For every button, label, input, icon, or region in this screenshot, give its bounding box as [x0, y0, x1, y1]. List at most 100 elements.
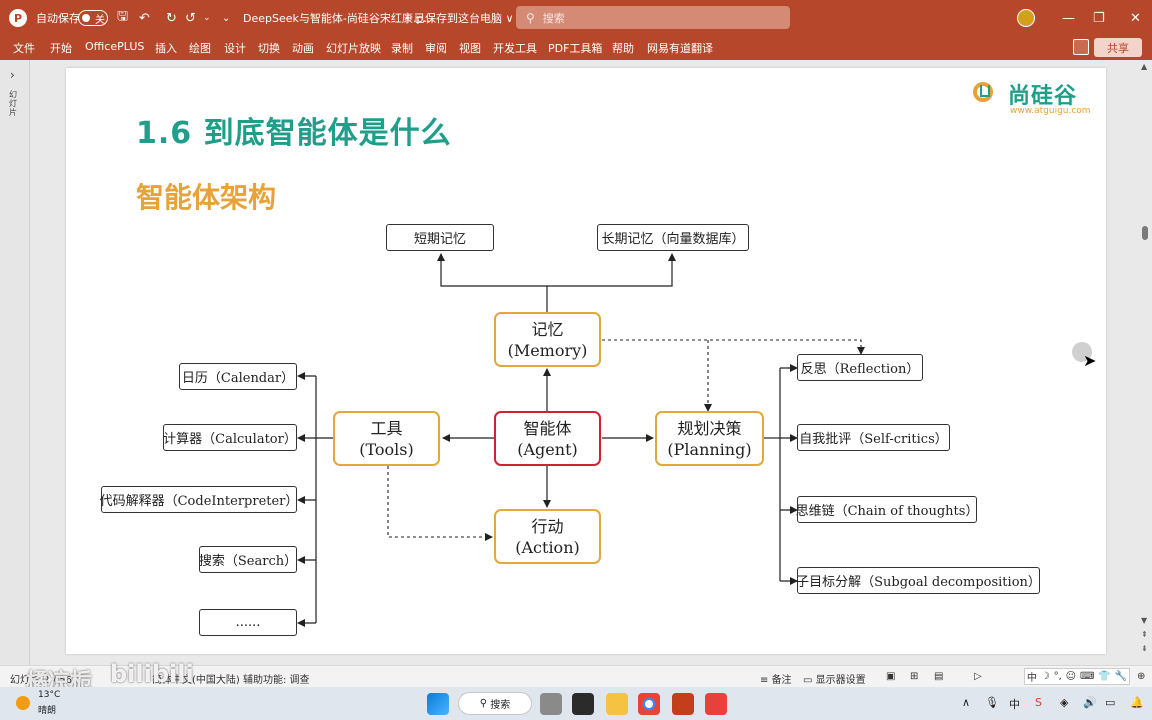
code-interpreter-node[interactable]: 代码解释器（CodeInterpreter）: [100, 486, 298, 513]
tab-slideshow[interactable]: 幻灯片放映: [326, 42, 381, 55]
tab-developer[interactable]: 开发工具: [493, 42, 537, 55]
notifications-icon[interactable]: 🔔: [1130, 696, 1144, 709]
normal-view-icon[interactable]: ▣: [886, 671, 896, 682]
ime-toolbar[interactable]: 中 ☽ °, ☺ ⌨ 👕 🔧: [1024, 668, 1130, 685]
tab-transitions[interactable]: 切换: [258, 42, 280, 55]
scroll-thumb[interactable]: [1142, 226, 1148, 240]
tab-help[interactable]: 帮助: [612, 42, 634, 55]
keyboard-icon[interactable]: ⌨: [1079, 671, 1095, 682]
tab-design[interactable]: 设计: [224, 42, 246, 55]
language-indicator[interactable]: 简体中文(中国大陆): [152, 675, 240, 686]
autosave-state: 关: [95, 14, 105, 26]
close-button[interactable]: ✕: [1130, 10, 1141, 26]
search-node[interactable]: 搜索（Search）: [199, 546, 297, 573]
start-button-icon[interactable]: [427, 693, 449, 715]
chain-of-thoughts-node[interactable]: 思维链（Chain of thoughts）: [796, 496, 978, 523]
minimize-button[interactable]: —: [1062, 10, 1075, 26]
tab-review[interactable]: 审阅: [425, 42, 447, 55]
maximize-button[interactable]: ❐: [1093, 10, 1105, 26]
powerpoint-logo-icon: P: [9, 9, 27, 27]
comments-icon[interactable]: [1073, 39, 1089, 55]
reading-view-icon[interactable]: ▤: [934, 671, 944, 682]
search-placeholder: 搜索: [542, 11, 565, 25]
subgoal-decomposition-node[interactable]: 子目标分解（Subgoal decomposition）: [796, 567, 1041, 594]
agent-node[interactable]: 智能体 (Agent): [494, 411, 601, 466]
slideshow-view-icon[interactable]: ▷: [974, 671, 982, 682]
autosave-toggle[interactable]: [78, 10, 108, 26]
scroll-down-icon[interactable]: ▼: [1141, 616, 1148, 625]
tray-overflow-icon[interactable]: ∧: [962, 696, 971, 709]
powerpoint-taskbar-icon[interactable]: [672, 693, 694, 715]
tools-node[interactable]: 工具 (Tools): [333, 411, 440, 466]
customize-qat-icon[interactable]: ↺: [185, 10, 196, 26]
sogou-icon[interactable]: S: [1035, 696, 1042, 709]
action-node-cn: 行动: [531, 516, 564, 536]
tab-view[interactable]: 视图: [459, 42, 481, 55]
expand-chevron-icon[interactable]: ›: [10, 68, 15, 82]
tab-youdao-translate[interactable]: 网易有道翻译: [647, 42, 713, 55]
calculator-node[interactable]: 计算器（Calculator）: [163, 424, 297, 451]
title-bar: P 自动保存 关 🖫 ↶ ↻ ↺ ⌄ ⌄ DeepSeek与智能体-尚硅谷宋红康…: [0, 0, 1152, 36]
ime-chinese-mode[interactable]: 中: [1026, 673, 1037, 684]
previous-slide-icon[interactable]: ⇞: [1141, 630, 1148, 639]
slide-subtitle: 智能体架构: [136, 181, 277, 214]
next-slide-icon[interactable]: ⇟: [1141, 644, 1148, 653]
tray-ime-indicator[interactable]: 中: [1009, 698, 1020, 711]
slide-sorter-icon[interactable]: ⊞: [910, 671, 919, 682]
vertical-scrollbar[interactable]: ▲ ▼ ⇞ ⇟: [1138, 60, 1152, 665]
chrome-icon[interactable]: [638, 693, 660, 715]
tab-animations[interactable]: 动画: [292, 42, 314, 55]
scroll-up-icon[interactable]: ▲: [1141, 62, 1148, 71]
tab-draw[interactable]: 绘图: [189, 42, 211, 55]
weather-sun-icon[interactable]: [16, 696, 30, 710]
reflection-node[interactable]: 反思（Reflection）: [797, 354, 923, 381]
share-button[interactable]: 共享: [1094, 38, 1142, 57]
more-commands-icon[interactable]: ⌄: [222, 12, 231, 24]
more-tools-node[interactable]: ......: [199, 609, 297, 636]
short-term-memory-node[interactable]: 短期记忆: [386, 224, 494, 251]
long-term-memory-node[interactable]: 长期记忆（向量数据库）: [597, 224, 749, 251]
calendar-node[interactable]: 日历（Calendar）: [179, 363, 297, 390]
tab-officeplus[interactable]: OfficePLUS: [85, 40, 145, 53]
search-box[interactable]: ⚲ 搜索: [516, 6, 790, 29]
thumbnail-panel-label: 幻灯片: [9, 90, 17, 117]
weather-temperature: 13°C: [38, 690, 61, 700]
slide-canvas[interactable]: 1.6 到底智能体是什么 智能体架构 尚硅谷 www.atguigu.com: [66, 68, 1106, 654]
network-icon[interactable]: ◈: [1060, 696, 1069, 709]
tab-home[interactable]: 开始: [50, 42, 72, 55]
save-icon[interactable]: 🖫: [117, 9, 129, 24]
battery-icon[interactable]: ▭: [1105, 696, 1116, 709]
emoji-icon[interactable]: ☺: [1065, 671, 1077, 682]
file-explorer-icon[interactable]: [606, 693, 628, 715]
pinned-app-icon[interactable]: [705, 693, 727, 715]
wrench-icon[interactable]: 🔧: [1114, 671, 1128, 682]
planning-node[interactable]: 规划决策 (Planning): [655, 411, 764, 466]
tab-record[interactable]: 录制: [391, 42, 413, 55]
tab-pdf-tools[interactable]: PDF工具箱: [548, 42, 603, 55]
notes-label: 备注: [771, 675, 792, 686]
tab-file[interactable]: 文件: [13, 42, 35, 55]
skin-icon[interactable]: 👕: [1098, 671, 1111, 682]
undo-icon[interactable]: ↶: [139, 10, 150, 26]
punctuation-icon[interactable]: °,: [1053, 671, 1062, 682]
moon-icon[interactable]: ☽: [1040, 671, 1050, 682]
save-status[interactable]: • 已保存到这台电脑 ∨: [404, 12, 514, 25]
search-icon: ⚲: [526, 10, 535, 25]
display-settings-button[interactable]: ▭ 显示器设置: [803, 675, 866, 686]
redo-icon[interactable]: ↻: [166, 10, 177, 26]
user-avatar[interactable]: [1017, 9, 1035, 27]
microphone-icon[interactable]: 🎙: [985, 696, 999, 709]
speaker-icon[interactable]: 🔊: [1083, 696, 1097, 709]
self-critics-node[interactable]: 自我批评（Self-critics）: [797, 424, 950, 451]
tab-insert[interactable]: 插入: [155, 42, 177, 55]
status-bar: 幻灯片 2 / 56 简体中文(中国大陆) 辅助功能: 调查 ≡ 备注 ▭ 显示…: [0, 665, 1152, 687]
task-view-icon[interactable]: [540, 693, 562, 715]
action-node[interactable]: 行动 (Action): [494, 509, 601, 564]
notes-button[interactable]: ≡ 备注: [760, 675, 792, 686]
zoom-fit-icon[interactable]: ⊕: [1137, 671, 1146, 682]
taskbar-search[interactable]: ⚲ 搜索: [458, 692, 532, 715]
qat-dropdown-icon[interactable]: ⌄: [203, 13, 211, 23]
typora-app-icon[interactable]: [572, 693, 594, 715]
accessibility-status[interactable]: 辅助功能: 调查: [243, 675, 310, 686]
memory-node[interactable]: 记忆 (Memory): [494, 312, 601, 367]
